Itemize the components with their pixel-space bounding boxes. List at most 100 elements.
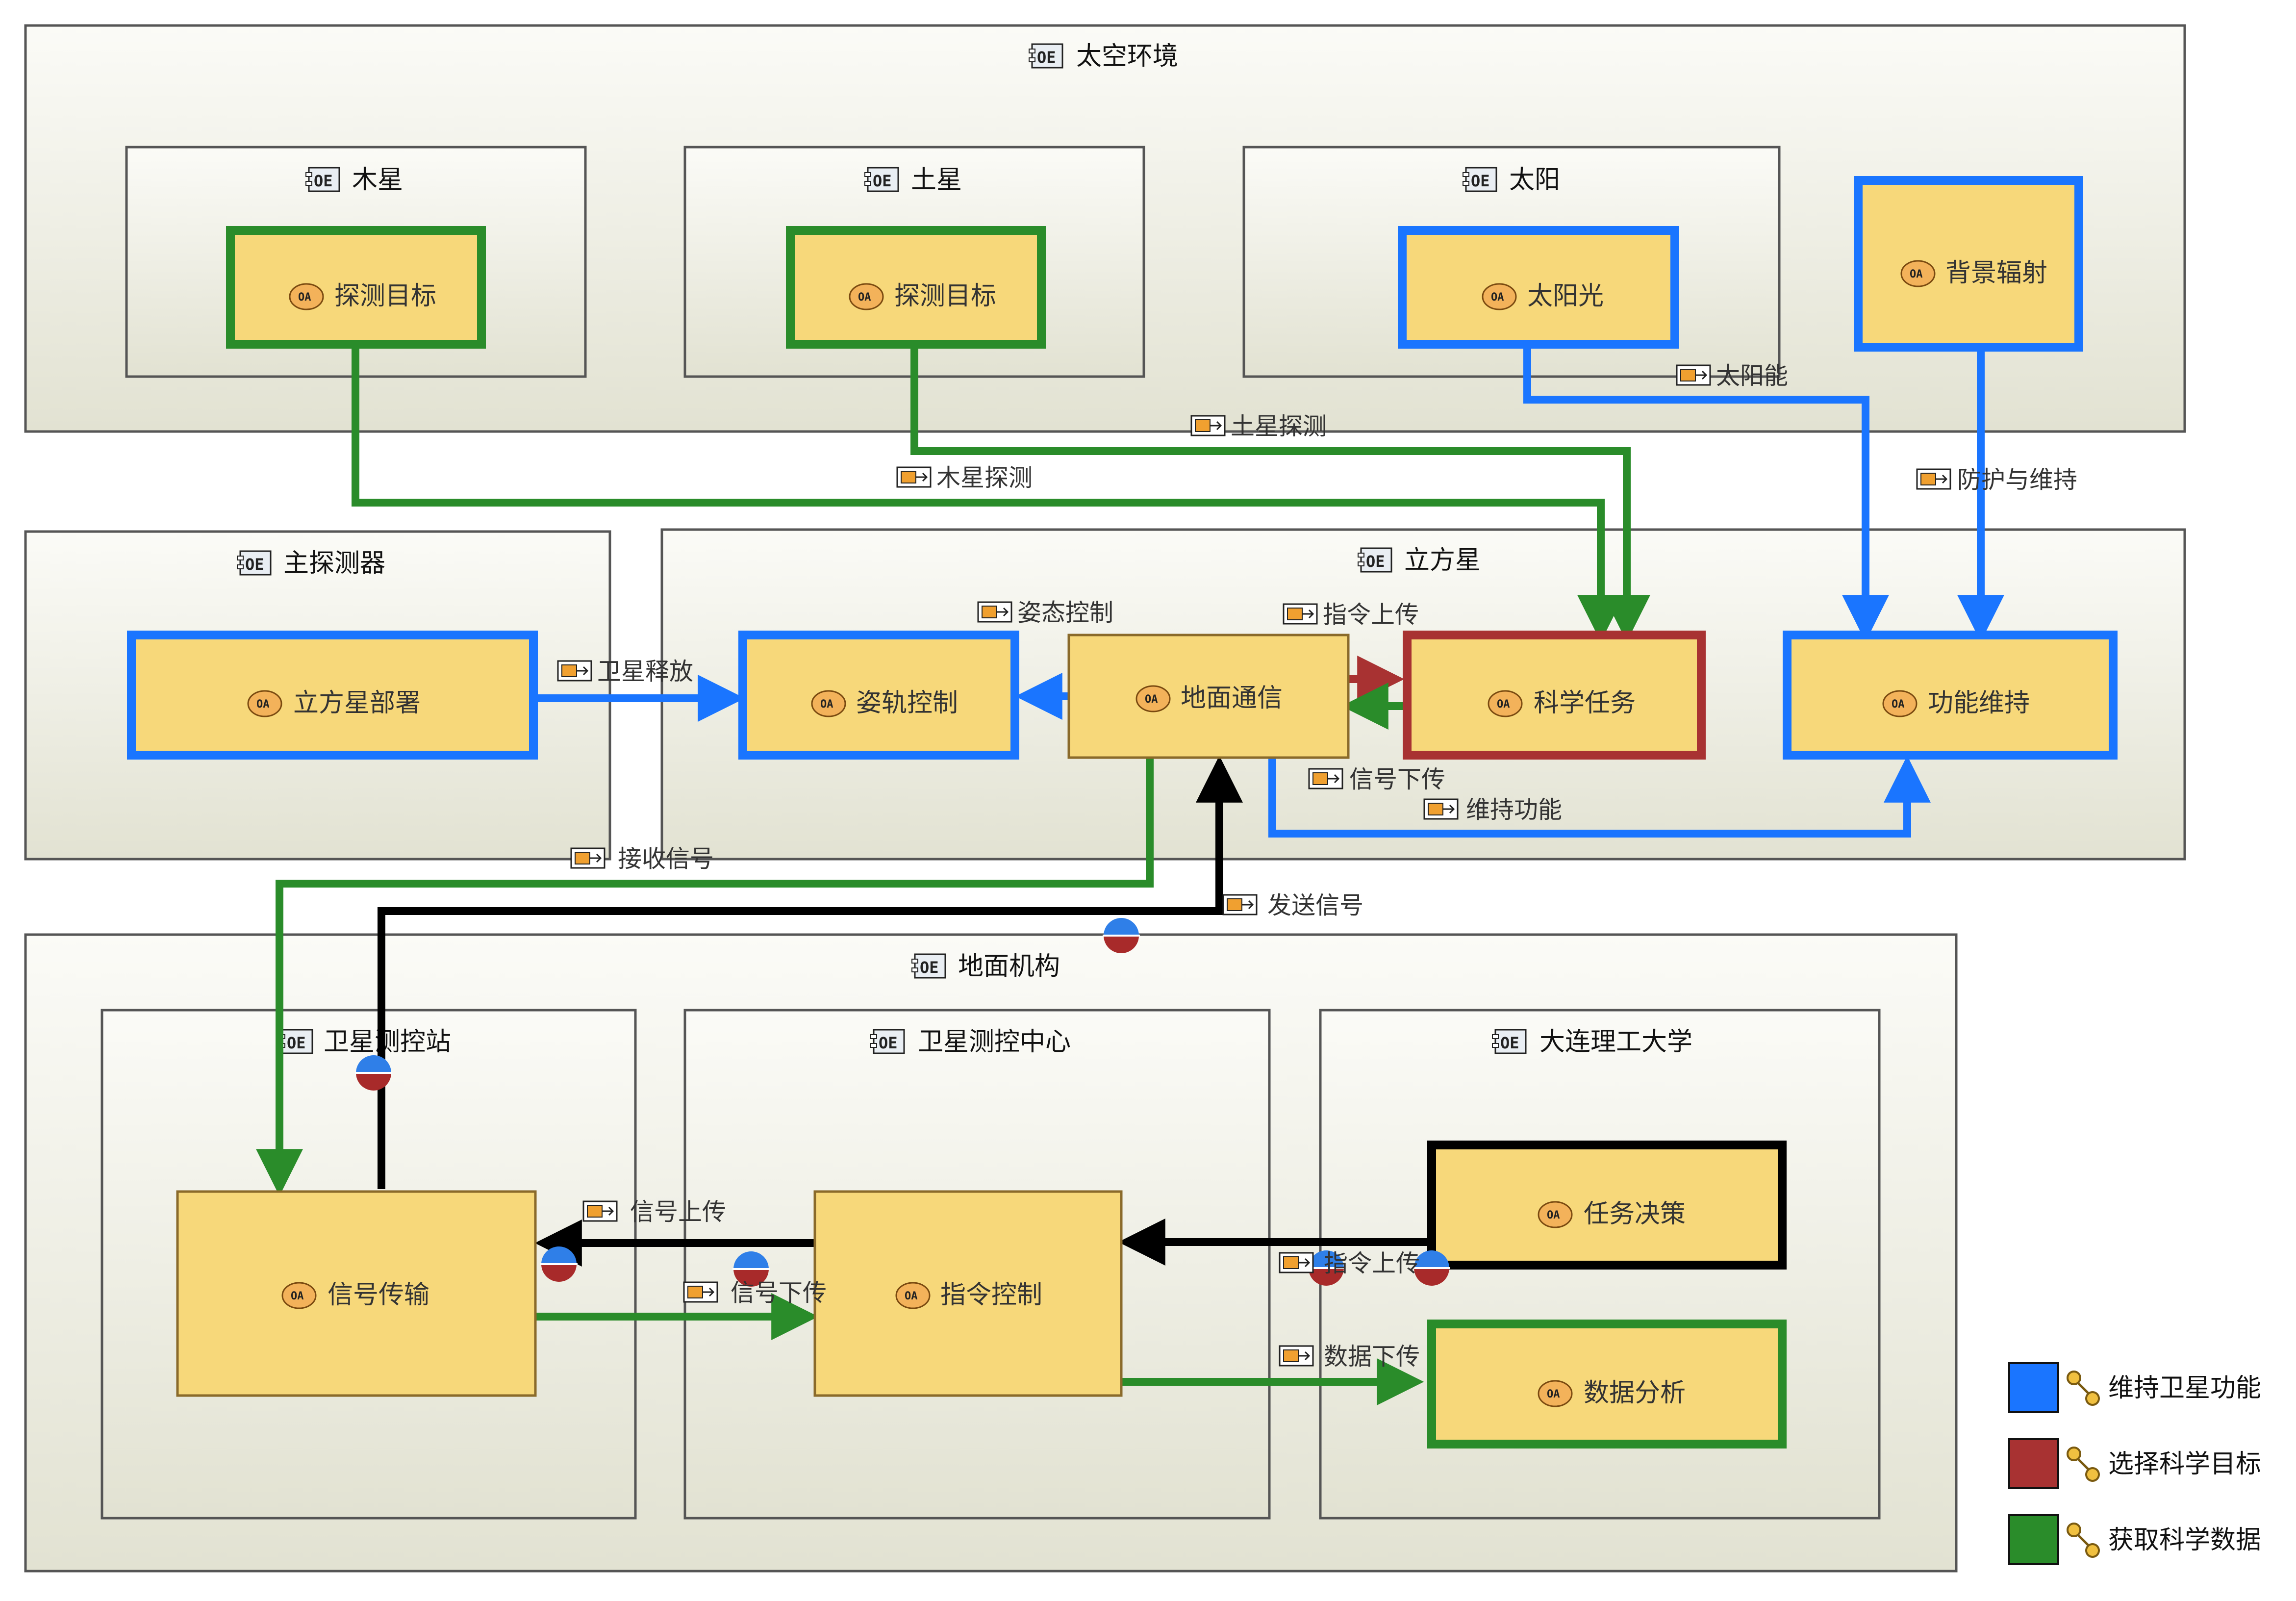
svg-text:任务决策: 任务决策 xyxy=(1584,1199,1686,1229)
flow-label-maintain-fn: 维持功能 xyxy=(1423,796,1562,824)
svg-text:OA: OA xyxy=(1910,268,1923,280)
flow-label-solar-energy: 太阳能 xyxy=(1676,362,1788,390)
flow-label-protect: 防护与维持 xyxy=(1916,466,2077,494)
node-analysis[interactable]: OA 数据分析 xyxy=(1427,1320,1787,1449)
container-title: 大连理工大学 xyxy=(1539,1027,1692,1057)
node-bg-radiation[interactable]: OA 背景辐射 xyxy=(1854,176,2083,352)
svg-text:土星探测: 土星探测 xyxy=(1231,412,1327,440)
svg-text:太阳光: 太阳光 xyxy=(1527,281,1604,311)
flow-label-cmd-up: 指令上传 xyxy=(1283,601,1419,629)
flow-label-release: 卫星释放 xyxy=(557,658,693,686)
container-title: 土星 xyxy=(911,165,962,195)
svg-text:维持功能: 维持功能 xyxy=(1466,796,1562,824)
flow-line-recv-sig xyxy=(256,758,1154,1196)
svg-text:信号上传: 信号上传 xyxy=(630,1198,726,1226)
node-comm[interactable]: OA 地面通信 xyxy=(1067,634,1350,759)
container-title: 太空环境 xyxy=(1076,42,1178,71)
node-decision[interactable]: OA 任务决策 xyxy=(1427,1141,1787,1270)
svg-text:功能维持: 功能维持 xyxy=(1928,688,2030,718)
legend-item-blue: 维持卫星功能 xyxy=(2008,1362,2261,1413)
svg-text:背景辐射: 背景辐射 xyxy=(1945,258,2047,288)
svg-text:信号传输: 信号传输 xyxy=(328,1280,429,1310)
flow-legend-icon xyxy=(2067,1447,2100,1482)
svg-text:数据分析: 数据分析 xyxy=(1584,1378,1686,1408)
svg-text:OA: OA xyxy=(1145,693,1158,706)
svg-text:OE: OE xyxy=(920,958,939,977)
svg-text:OE: OE xyxy=(879,1034,898,1052)
legend-item-green: 获取科学数据 xyxy=(2008,1514,2261,1565)
node-deploy[interactable]: OA 立方星部署 xyxy=(127,631,538,760)
svg-text:OA: OA xyxy=(820,698,833,711)
container-title: 卫星测控中心 xyxy=(918,1027,1071,1057)
svg-text:探测目标: 探测目标 xyxy=(894,281,996,311)
svg-text:探测目标: 探测目标 xyxy=(334,281,436,311)
svg-text:指令上传: 指令上传 xyxy=(1323,601,1419,629)
node-science[interactable]: OA 科学任务 xyxy=(1403,631,1706,760)
svg-text:获取科学数据: 获取科学数据 xyxy=(2108,1525,2261,1555)
svg-text:选择科学目标: 选择科学目标 xyxy=(2108,1449,2261,1479)
svg-text:OA: OA xyxy=(1547,1388,1560,1400)
svg-text:OE: OE xyxy=(314,172,333,190)
svg-text:维持卫星功能: 维持卫星功能 xyxy=(2108,1373,2261,1403)
flow-legend-icon xyxy=(2067,1371,2100,1406)
node-attitude[interactable]: OA 姿轨控制 xyxy=(738,631,1019,760)
node-cmd-ctrl[interactable]: OA 指令控制 xyxy=(813,1190,1123,1397)
node-maintain[interactable]: OA 功能维持 xyxy=(1783,631,2118,760)
node-signal-tx[interactable]: OA 信号传输 xyxy=(176,1190,537,1397)
svg-text:OE: OE xyxy=(1500,1034,1519,1052)
svg-text:防护与维持: 防护与维持 xyxy=(1957,466,2077,494)
flow-line-maintain-fn xyxy=(1268,755,1931,838)
svg-text:发送信号: 发送信号 xyxy=(1267,891,1363,919)
svg-text:OE: OE xyxy=(287,1034,306,1052)
svg-text:OA: OA xyxy=(905,1290,918,1302)
flow-label-sig-up: 信号上传 xyxy=(582,1198,726,1226)
svg-text:OA: OA xyxy=(291,1290,304,1302)
svg-text:OA: OA xyxy=(858,291,871,304)
svg-text:OA: OA xyxy=(1491,291,1504,304)
svg-text:OA: OA xyxy=(298,291,311,304)
flow-label-jupiter-probe: 木星探测 xyxy=(896,464,1033,492)
container-title: 木星 xyxy=(352,165,403,195)
node-saturn-target[interactable]: OA 探测目标 xyxy=(786,226,1046,349)
legend: 维持卫星功能 选择科学目标 获取科学数据 xyxy=(2008,1362,2261,1565)
svg-text:接收信号: 接收信号 xyxy=(618,845,714,873)
flow-line-send-sig xyxy=(378,755,1243,1189)
svg-text:地面通信: 地面通信 xyxy=(1181,684,1283,713)
svg-text:卫星释放: 卫星释放 xyxy=(597,658,693,686)
flow-label-sig-down2: 信号下传 xyxy=(683,1279,827,1307)
flow-label-cmd-up2: 指令上传 xyxy=(1279,1249,1420,1277)
svg-text:姿态控制: 姿态控制 xyxy=(1017,599,1113,627)
svg-text:数据下传: 数据下传 xyxy=(1324,1343,1420,1371)
node-jupiter-target[interactable]: OA 探测目标 xyxy=(226,226,486,349)
svg-text:OE: OE xyxy=(1471,172,1490,190)
container-title: 卫星测控站 xyxy=(324,1027,451,1057)
flow-label-data-down: 数据下传 xyxy=(1279,1343,1420,1371)
svg-text:木星探测: 木星探测 xyxy=(936,464,1033,492)
flow-label-attitude-ctrl: 姿态控制 xyxy=(977,599,1113,627)
flow-line-saturn-probe xyxy=(910,346,1650,642)
svg-text:指令控制: 指令控制 xyxy=(940,1280,1042,1310)
flow-label-recv-sig: 接收信号 xyxy=(570,845,714,873)
flow-legend-icon xyxy=(2067,1523,2100,1558)
legend-item-red: 选择科学目标 xyxy=(2008,1438,2261,1489)
svg-text:信号下传: 信号下传 xyxy=(731,1279,827,1307)
svg-text:指令上传: 指令上传 xyxy=(1324,1249,1420,1277)
flow-line-jupiter-probe xyxy=(352,346,1624,642)
node-sunlight[interactable]: OA 太阳光 xyxy=(1398,226,1679,349)
container-title: 地面机构 xyxy=(958,952,1060,981)
svg-text:OE: OE xyxy=(1366,552,1385,571)
container-title: 太阳 xyxy=(1509,165,1560,195)
svg-text:OA: OA xyxy=(1547,1209,1560,1221)
svg-text:科学任务: 科学任务 xyxy=(1534,688,1636,718)
flow-label-sig-down: 信号下传 xyxy=(1308,765,1445,793)
svg-text:OA: OA xyxy=(256,698,270,711)
svg-text:信号下传: 信号下传 xyxy=(1349,765,1445,793)
svg-text:OE: OE xyxy=(873,172,892,190)
flow-label-saturn-probe: 土星探测 xyxy=(1190,412,1327,440)
svg-text:OE: OE xyxy=(245,555,264,574)
flow-label-send-sig: 发送信号 xyxy=(1222,891,1363,919)
svg-text:立方星部署: 立方星部署 xyxy=(293,688,421,718)
svg-text:太阳能: 太阳能 xyxy=(1716,362,1788,390)
